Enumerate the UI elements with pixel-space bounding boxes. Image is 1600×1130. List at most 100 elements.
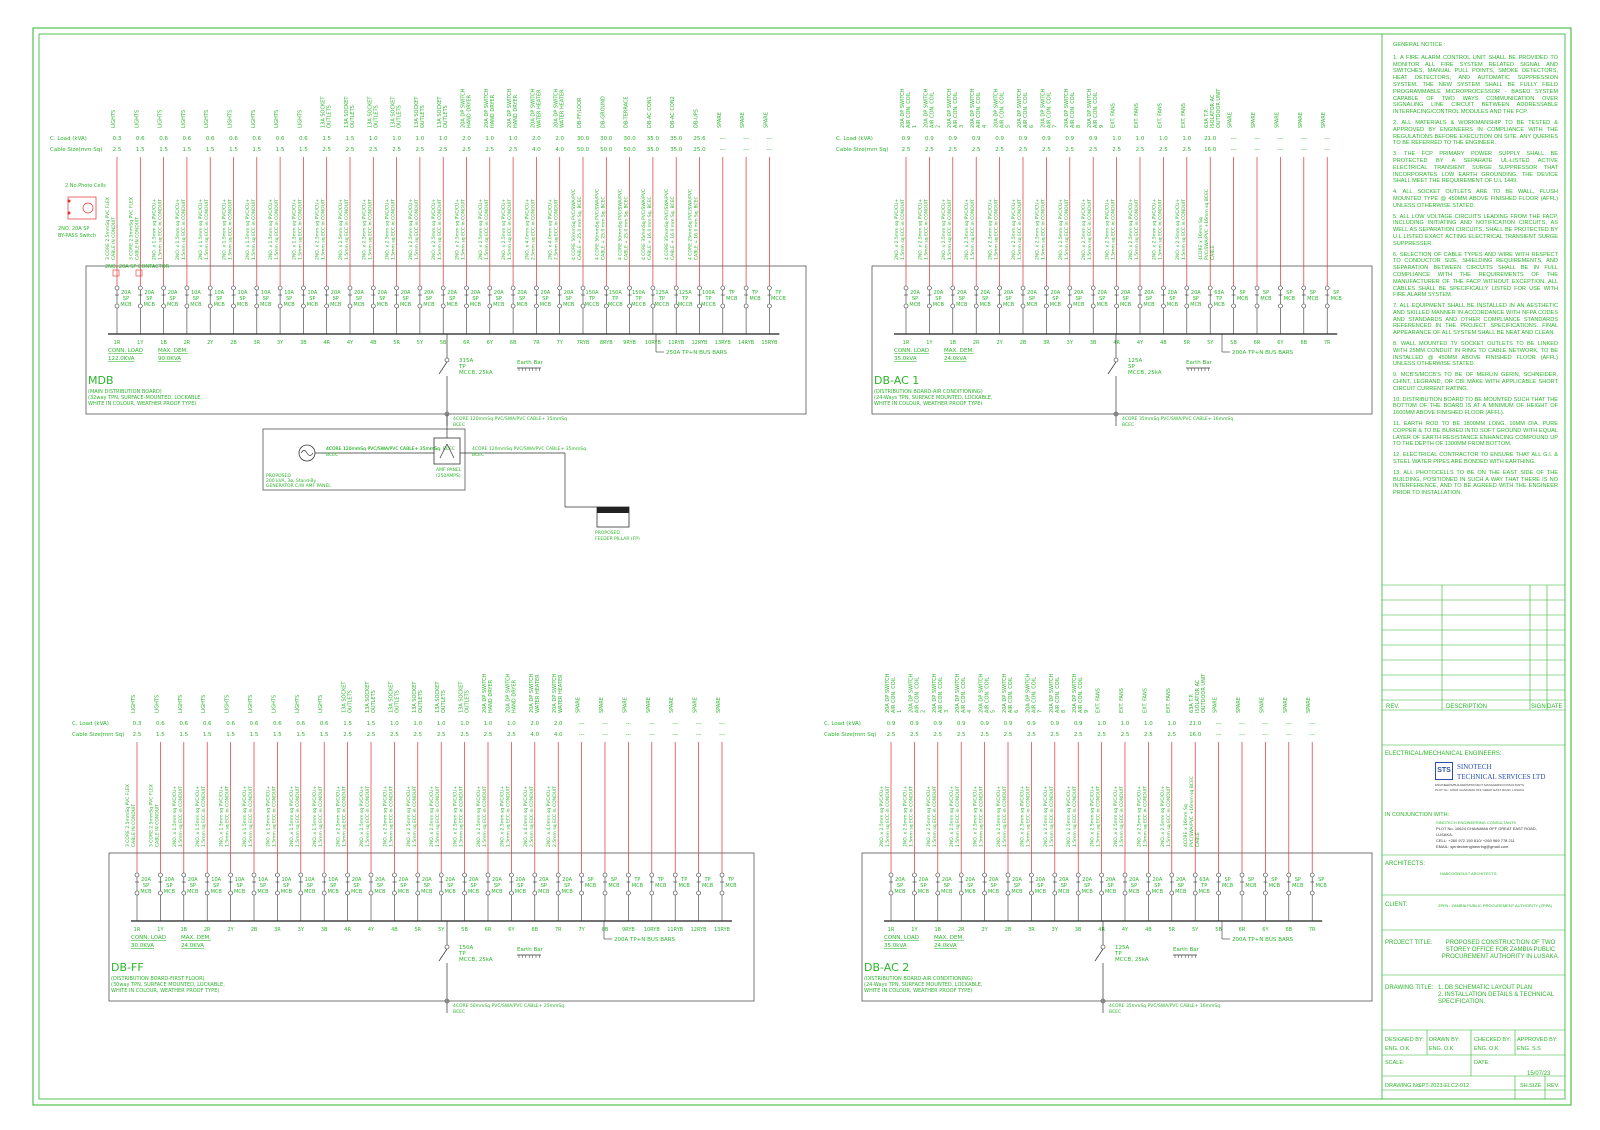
breaker-rating: 20A [517,290,527,296]
company-small-2: PLOT No.: 10624 CHAINAMA OFF GREAT EAST … [1435,788,1525,792]
circuit-cable-size: 4.0 [532,147,541,153]
phase-label: 6R [1254,340,1261,346]
breaker-terminal [204,890,210,896]
circuit-cable-spec: 2NO. x 1.5mm sq PVC/CU+ [312,786,318,847]
note-item: 10. DISTRIBUTION BOARD TO BE MOUNTED SUC… [1393,396,1558,417]
company-small-1: ENGINEERS/BUILDERS/PROJECT MANAGERS/CONS… [1435,783,1525,787]
panel-description: WHITE IN COLOUR, WEATHER PROOF TYPE) [88,401,196,407]
circuit-description: LIGHTS [318,695,324,713]
circuit-description: 20A DP SWITCH [994,88,1000,128]
circuit-description: SPARE [1259,697,1265,713]
breaker-rating: SP [260,883,266,889]
breaker-rating: MCB [980,302,992,308]
breaker-terminal [650,285,656,291]
main-breaker-blade [438,948,448,962]
circuit-cable-size: 2.5 [972,147,981,153]
circuit-description: LIGHTS [111,110,117,128]
circuit-description: 20A DP SWITCH [1072,673,1078,713]
circuit-cable-spec: 2NO. x 1.5mm sq PVC/CU+ [172,786,178,847]
circuit-description: SPARE [1251,112,1257,128]
phase-label: 1B [934,927,941,933]
breaker-rating: SP [424,883,430,889]
breaker-terminal [347,303,353,309]
circuit-description: LIGHTS [178,695,184,713]
panel-name: DB-AC 2 [864,961,909,974]
breaker-terminal [462,890,467,896]
circuit-cable-spec: 1.5mm sq ECC in CONDUIT [505,786,511,847]
breaker-rating: 125A [679,290,693,296]
circuit-cable-spec: 1.5mm sq ECC in CONDUIT [204,199,210,260]
circuit-cable-spec: 1.5mm sq ECC in CONDUIT [1087,199,1093,260]
panel-name: DB-FF [111,961,144,974]
panel-description: (DISTRIBUTION BOARD-AIR CONDITIONING) [864,976,973,982]
breaker-rating: MCB [702,883,714,889]
drawing-no-value: SPT-2023-ELC2-012 [1418,1083,1470,1089]
circuit-cable-spec: 4 CORE 25mmSq PVC/SWA/PVC [688,189,694,260]
breaker-terminal [1231,285,1236,291]
circuit-description: SPARE [717,112,723,128]
amf-panel-label: AMF PANEL [436,467,462,473]
circuit-description: 20A DP SWITCH [1049,673,1055,713]
circuit-cable-spec: 1.5mm sq ECC in CONDUIT [367,199,373,260]
circuit-load: --- [1231,136,1237,142]
circuit-description: 9 [1084,710,1090,713]
max-dem-label: MAX. DEM. [158,348,188,354]
circuit-cable-spec: 1.5mm sq ECC in CONDUIT [459,786,465,847]
circuit-cable-spec: 2NO. x 1.5mm sq PVC/CU+ [291,199,297,260]
breaker-rating: SP [447,883,453,889]
approved-label: APPROVED BY: [1517,1037,1558,1043]
breaker-rating: 100A [702,290,716,296]
circuit-cable-spec: 1.5mm sq ECC in CONDUIT [321,199,327,260]
breaker-rating: MCB [164,889,176,895]
panel-description: WHITE IN COLOUR, WEATHER PROOF TYPE) [111,988,219,994]
circuit-cable-spec: 2NO. x 2.5mm sq PVC/CU+ [453,786,459,847]
circuit-description: AIR CON. COIL [914,677,920,713]
circuit-description: 20A DP SWITCH [552,673,558,713]
circuit-load: 2.0 [462,136,471,142]
circuit-cable-spec: 2NO. x 4.0mm sq PVC/CU+ [524,199,530,260]
breaker-rating: SP [1107,883,1113,889]
drawing-title-line: 1. DB SCHEMATIC LAYOUT PLAN [1438,985,1533,991]
load-row-label: C. Load (kVA) [836,136,873,142]
drawing-title-label: DRAWING TITLE: [1385,985,1434,991]
breaker-rating: 20A [942,877,952,883]
phase-label: 3B [321,927,328,933]
circuit-load: 1.0 [392,136,401,142]
load-row-label: C. Load (kVA) [824,721,861,727]
in-conjunction-label: IN CONJUNCTION WITH: [1385,812,1450,818]
breaker-rating: 20A [1097,290,1107,296]
circuit-description: 63A T.P. [1204,108,1210,128]
circuit-load: --- [1286,721,1292,727]
circuit-description: LIGHTS [201,695,207,713]
breaker-rating: MCB [679,883,691,889]
breaker-rating: SP [470,883,476,889]
circuit-cable-spec: 1.5mm sq ECC in CONDUIT [482,786,488,847]
breaker-rating: MCB [933,302,945,308]
breaker-terminal [114,303,120,309]
max-dem-value: 24.0kVA [944,356,967,362]
circuit-load: 0.9 [1050,721,1059,727]
circuit-load: --- [602,721,608,727]
circuit-load: 1.0 [437,721,446,727]
breaker-rating: MCB [1026,302,1038,308]
circuit-description: HAND DRYER [513,94,519,128]
photocell-circuit [67,196,97,220]
phase-label: 2B [1005,927,1012,933]
circuit-cable-spec: 1.5mm sq ECC in CONDUIT [435,786,441,847]
circuit-description: EXT. FANS [1142,688,1148,713]
breaker-terminal [903,285,909,291]
circuit-description: OUTLETS [350,105,356,128]
contactor-icon [135,269,143,277]
circuit-load: 0.6 [156,721,165,727]
circuit-load: 0.6 [206,136,215,142]
phase-label: 4B [1145,927,1152,933]
